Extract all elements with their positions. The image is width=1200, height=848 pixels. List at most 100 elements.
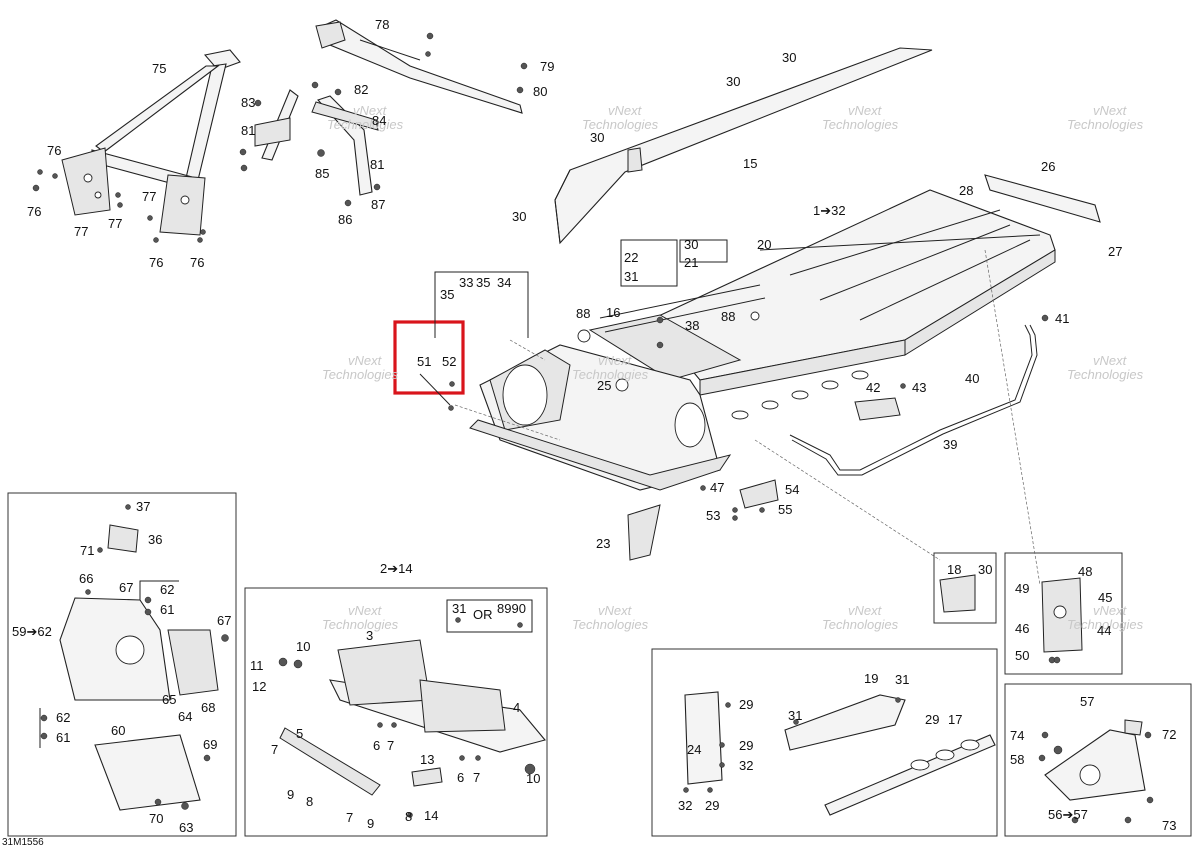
callout-c30f: 30	[978, 562, 992, 577]
callout-c6a: 6	[373, 738, 380, 753]
inset-bracket-22-31	[620, 239, 678, 287]
document-code: 31M1556	[2, 837, 44, 848]
callout-c88b: 88	[721, 309, 735, 324]
callout-c70: 70	[149, 811, 163, 826]
callout-c85: 85	[315, 166, 329, 181]
callout-c76c: 76	[149, 255, 163, 270]
callout-c16: 16	[606, 305, 620, 320]
callout-c9b: 9	[367, 816, 374, 831]
callout-c26: 26	[1041, 159, 1055, 174]
watermark-text: vNext	[608, 103, 643, 118]
callout-c29d: 29	[705, 798, 719, 813]
watermark-text: vNext	[1093, 353, 1128, 368]
callout-c89_90: 8990	[497, 601, 526, 616]
callout-c15: 15	[743, 156, 757, 171]
steering-arm-78	[315, 19, 528, 114]
watermark-text: Technologies	[822, 117, 899, 132]
panel-steering-bracket	[7, 492, 237, 837]
callout-c34: 34	[497, 275, 511, 290]
callout-c67b: 67	[217, 613, 231, 628]
panel-engine-mount	[1004, 683, 1192, 837]
steering-bracket-parts	[40, 504, 229, 811]
panel-mount-44	[1004, 552, 1123, 675]
callout-c32a: 32	[739, 758, 753, 773]
callout-c84: 84	[372, 113, 386, 128]
steering-post-75	[61, 49, 241, 236]
fasteners-76-77	[32, 169, 206, 243]
callout-c41: 41	[1055, 311, 1069, 326]
callout-c40: 40	[965, 371, 979, 386]
callout-c25: 25	[597, 378, 611, 393]
callout-c67a: 67	[119, 580, 133, 595]
callout-c2_14: 2➔14	[380, 561, 413, 576]
inset-bracket-33-35	[434, 271, 529, 338]
callout-c48: 48	[1078, 564, 1092, 579]
callout-c77c: 77	[108, 216, 122, 231]
callout-c7a: 7	[387, 738, 394, 753]
watermark-text: vNext	[848, 103, 883, 118]
callout-c62b: 62	[56, 710, 70, 725]
inset-bracket-89-90	[446, 599, 533, 633]
callout-c3: 3	[366, 628, 373, 643]
watermark-text: vNext	[348, 353, 383, 368]
watermark-text: Technologies	[327, 117, 404, 132]
callout-c77b: 77	[74, 224, 88, 239]
callout-c4: 4	[513, 700, 520, 715]
callout-c20: 20	[757, 237, 771, 252]
callout-c31c: 31	[895, 672, 909, 687]
callout-c19: 19	[864, 671, 878, 686]
callout-c68: 68	[201, 700, 215, 715]
callout-c80: 80	[533, 84, 547, 99]
callout-c10b: 10	[526, 771, 540, 786]
callout-c6b: 6	[457, 770, 464, 785]
callout-c36: 36	[148, 532, 162, 547]
callout-c7b: 7	[271, 742, 278, 757]
callout-c31d: 31	[788, 708, 802, 723]
callout-c33: 33	[459, 275, 473, 290]
panel-bracket-18	[933, 552, 997, 624]
links-81-87	[239, 81, 381, 207]
callout-c35a: 35	[440, 287, 454, 302]
callout-c78: 78	[375, 17, 389, 32]
callout-c82: 82	[354, 82, 368, 97]
watermark-text: Technologies	[572, 367, 649, 382]
callout-cOR: OR	[473, 607, 493, 622]
panel-front-subframe	[244, 587, 548, 837]
callout-c18: 18	[947, 562, 961, 577]
inset-box-51-52	[393, 320, 465, 395]
callout-c88a: 88	[576, 306, 590, 321]
callout-c24: 24	[687, 742, 701, 757]
watermark-text: Technologies	[572, 617, 649, 632]
dashed-leaders	[454, 249, 1041, 586]
callout-c54: 54	[785, 482, 799, 497]
callout-c21: 21	[684, 255, 698, 270]
callout-c8b: 8	[405, 809, 412, 824]
watermark-text: vNext	[598, 353, 633, 368]
callout-c10a: 10	[296, 639, 310, 654]
callout-c53: 53	[706, 508, 720, 523]
callout-c11: 11	[250, 658, 264, 673]
callout-c43: 43	[912, 380, 926, 395]
callout-c39: 39	[943, 437, 957, 452]
watermark-text: Technologies	[322, 367, 399, 382]
callout-c7d: 7	[346, 810, 353, 825]
callout-c87: 87	[371, 197, 385, 212]
callout-c13: 13	[420, 752, 434, 767]
callout-c77a: 77	[142, 189, 156, 204]
callout-c62a: 62	[160, 582, 174, 597]
callout-c29b: 29	[739, 738, 753, 753]
callout-c22: 22	[624, 250, 638, 265]
callout-c74: 74	[1010, 728, 1024, 743]
callout-c58: 58	[1010, 752, 1024, 767]
callout-c28: 28	[959, 183, 973, 198]
callout-c1_32: 1➔32	[813, 203, 846, 218]
callout-c29a: 29	[739, 697, 753, 712]
callout-c69: 69	[203, 737, 217, 752]
callout-c59_62: 59➔62	[12, 624, 52, 639]
callout-c45: 45	[1098, 590, 1112, 605]
callout-c65: 65	[162, 692, 176, 707]
callout-c76b: 76	[27, 204, 41, 219]
callout-c44: 44	[1097, 623, 1111, 638]
callout-c83: 83	[241, 95, 255, 110]
watermark-text: Technologies	[322, 617, 399, 632]
